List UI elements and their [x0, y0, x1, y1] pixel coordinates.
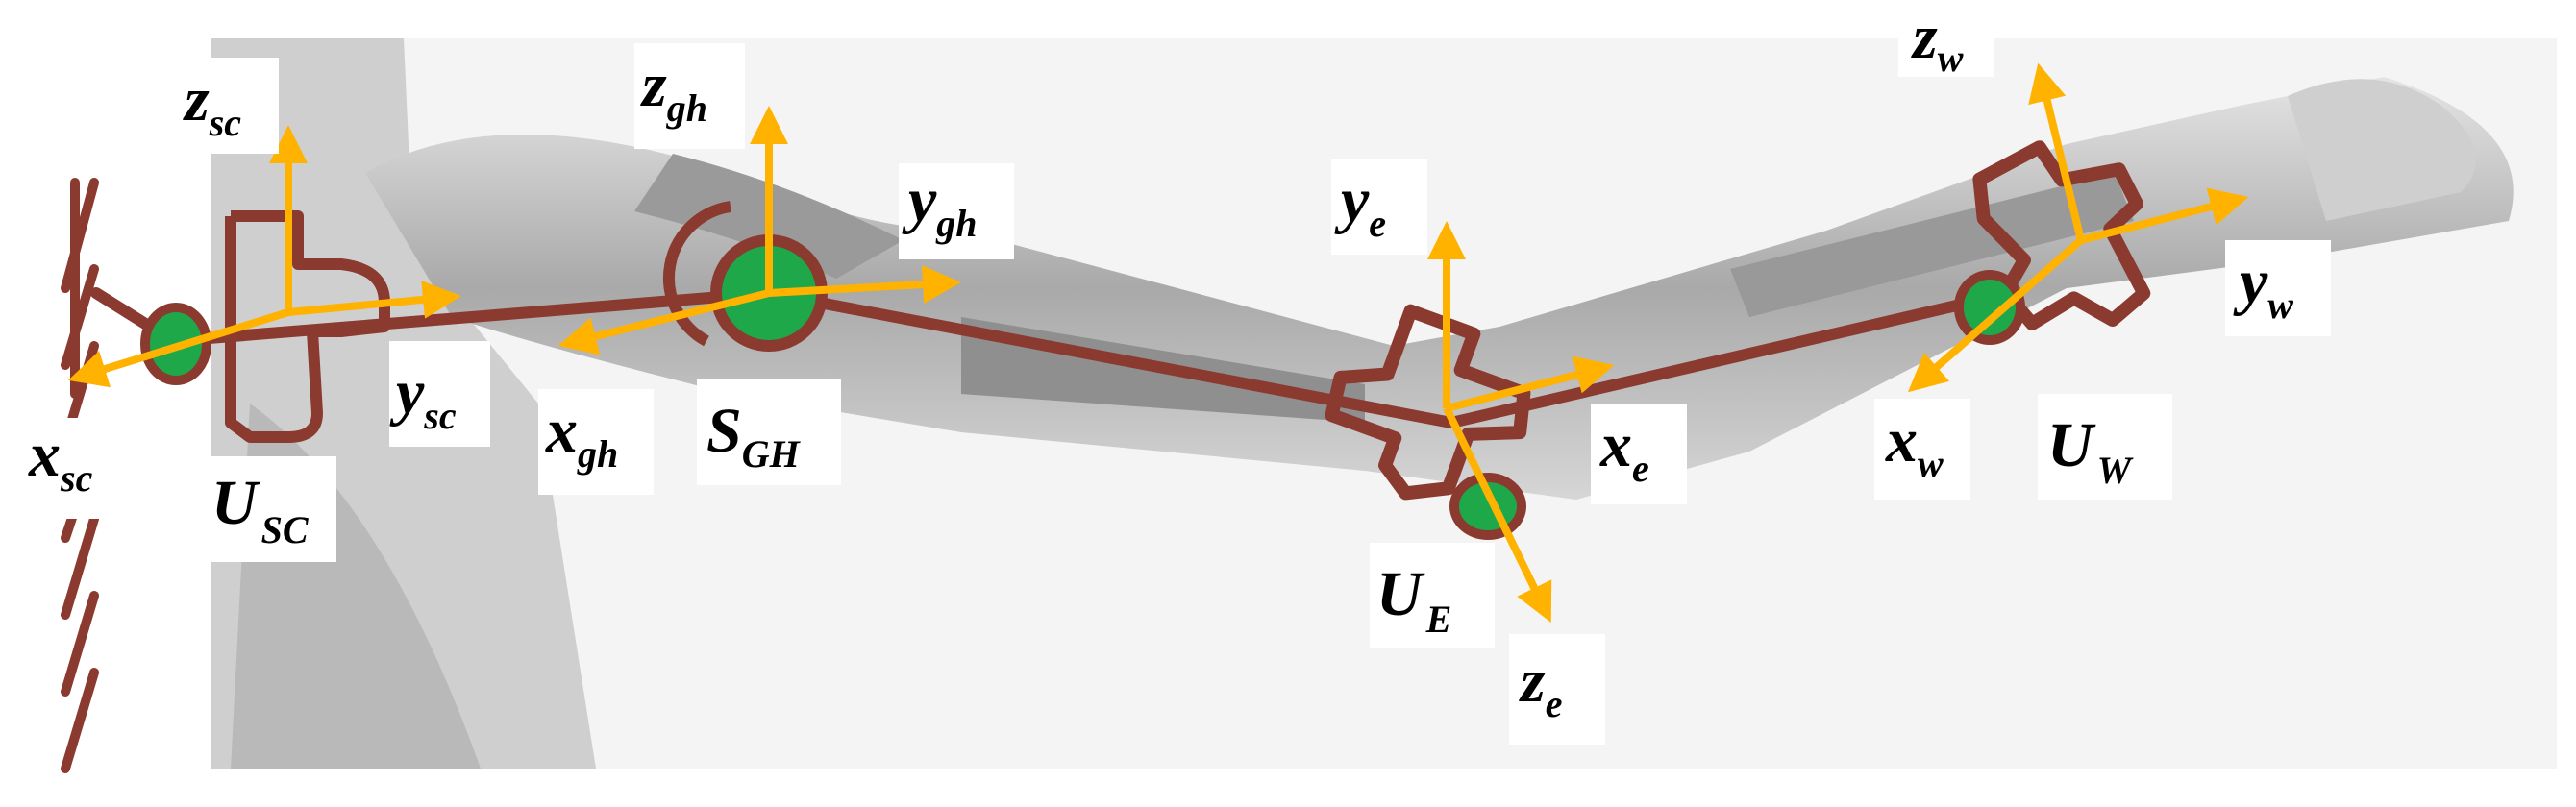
axis-x-w — [1907, 236, 2084, 393]
axis-z-e — [1443, 406, 1552, 623]
axes — [67, 62, 2249, 623]
label-z-w: zw — [1911, 2, 1964, 80]
label-y-sc: ysc — [389, 357, 457, 437]
label-z-sc: zsc — [183, 64, 241, 144]
axis-x-sc — [67, 308, 290, 388]
label-x-w: xw — [1885, 405, 1944, 485]
label-y-w: yw — [2233, 247, 2293, 327]
label-z-e: ze — [1519, 646, 1562, 725]
label-z-gh: zgh — [640, 50, 707, 130]
universal-joint-w — [1954, 140, 2151, 345]
axis-x-gh — [557, 289, 770, 355]
label-y-e: ye — [1334, 165, 1386, 245]
label-y-gh: ygh — [902, 165, 978, 245]
label-x-gh: xgh — [545, 396, 618, 476]
axis-y-sc — [287, 280, 461, 319]
label-x-e: xe — [1599, 410, 1649, 490]
axis-y-w — [2080, 187, 2249, 244]
ground-hatch — [61, 178, 99, 773]
joint-dot-w — [1954, 270, 2025, 345]
axis-x-e — [1446, 355, 1615, 412]
label-x-sc: xsc — [28, 420, 93, 500]
axis-z-w — [2028, 62, 2085, 241]
label-S-gh: SGH — [706, 396, 802, 476]
axis-y-gh — [768, 265, 961, 305]
